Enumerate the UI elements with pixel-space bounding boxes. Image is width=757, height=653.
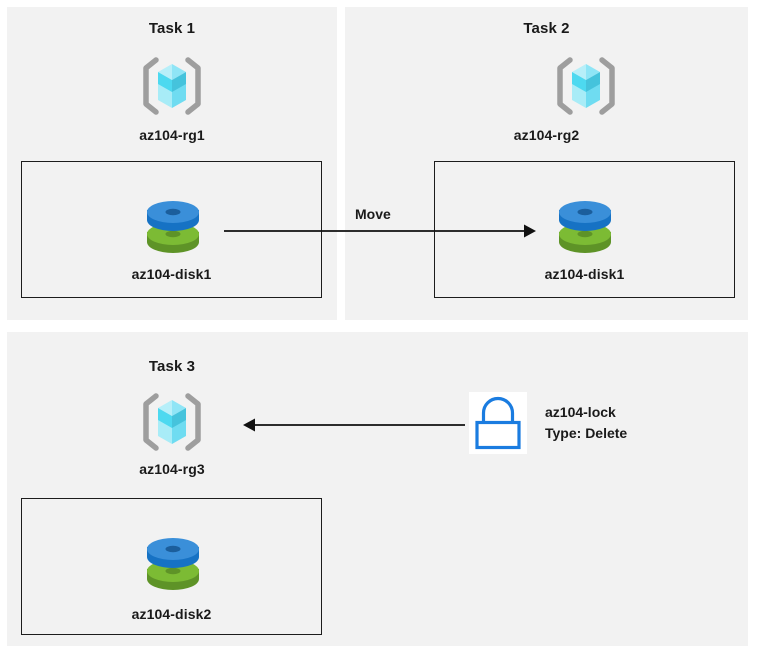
managed-disk-icon: [141, 198, 205, 258]
lock-caption: az104-lock Type: Delete: [545, 402, 627, 444]
task-3-title: Task 3: [148, 358, 196, 375]
rg1-label: az104-rg1: [139, 127, 205, 143]
managed-disk-icon: [553, 198, 617, 258]
resource-group-cube-icon: [554, 55, 618, 117]
resource-group-cube-icon: [140, 55, 204, 117]
move-arrow-label: Move: [355, 206, 391, 222]
disk2-label: az104-disk2: [131, 606, 212, 622]
resource-group-cube-icon: [140, 391, 204, 453]
lock-arrow: [243, 418, 465, 432]
move-arrow: [224, 224, 536, 238]
rg3-label: az104-rg3: [139, 461, 205, 477]
task-1-title: Task 1: [148, 20, 196, 37]
disk1-moved-label: az104-disk1: [544, 266, 625, 282]
task-2-title: Task 2: [523, 20, 570, 37]
lock-name: az104-lock: [545, 404, 616, 420]
rg2-label: az104-rg2: [513, 127, 580, 143]
padlock-icon: [469, 392, 527, 454]
disk1-label: az104-disk1: [131, 266, 212, 282]
managed-disk-icon: [141, 535, 205, 595]
lock-type: Type: Delete: [545, 425, 628, 441]
